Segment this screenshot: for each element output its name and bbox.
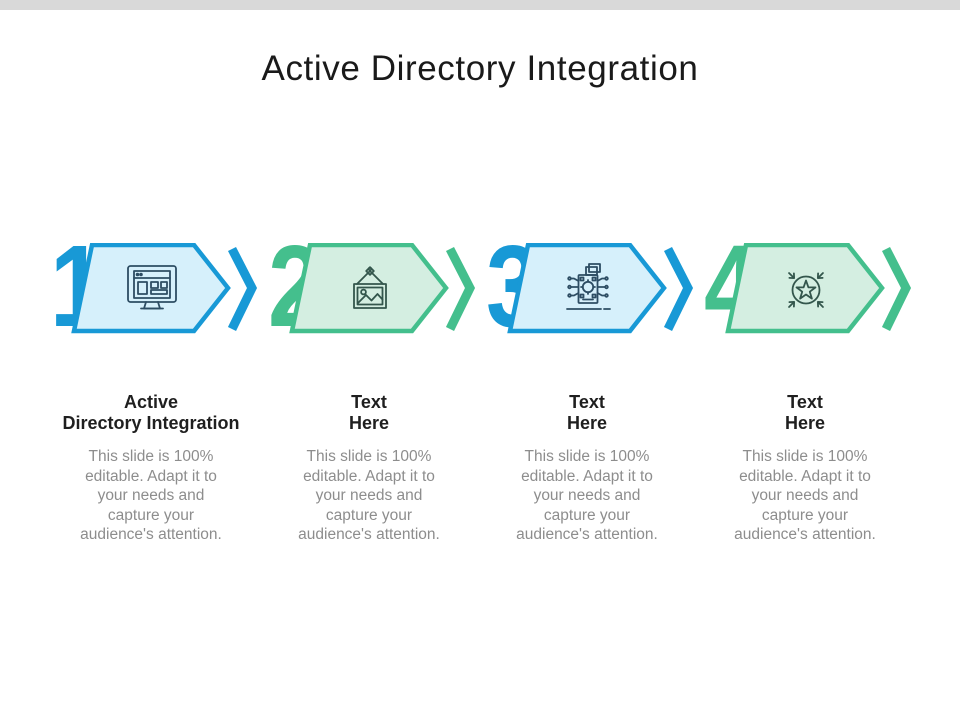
step-1: 1 [42,228,260,344]
step-4: 4 [696,228,914,344]
arrow-banner-3 [507,243,694,334]
text-row: Active Directory Integration This slide … [42,392,914,545]
arrow-banner-shape [507,243,667,334]
arrow-banner-2 [289,243,476,334]
arrow-banner-shape [725,243,885,334]
step-body: This slide is 100% editable. Adapt it to… [298,448,440,543]
arrow-banner-1 [71,243,258,334]
step-heading: Text Here [566,392,608,433]
step-2-text: Text Here This slide is 100% editable. A… [260,392,478,545]
picture-frame-icon [353,266,387,309]
step-heading: Active Directory Integration [62,392,240,433]
step-heading: Text Here [784,392,826,433]
step-4-text: Text Here This slide is 100% editable. A… [696,392,914,545]
arrow-chevron [881,246,912,331]
star-target-icon [788,272,824,308]
top-gray-strip [0,0,960,10]
circuit-device-icon [566,263,611,310]
step-3: 3 [478,228,696,344]
step-body: This slide is 100% editable. Adapt it to… [516,448,658,543]
arrow-chevron [663,246,694,331]
step-2: 2 [260,228,478,344]
step-heading: Text Here [348,392,390,433]
step-3-text: Text Here This slide is 100% editable. A… [478,392,696,545]
page-title: Active Directory Integration [261,49,699,89]
step-1-text: Active Directory Integration This slide … [42,392,260,545]
step-body: This slide is 100% editable. Adapt it to… [734,448,876,543]
arrow-banner-4 [725,243,912,334]
step-body: This slide is 100% editable. Adapt it to… [80,448,222,543]
monitor-website-icon [127,265,177,310]
arrow-chevron [227,246,258,331]
arrow-chevron [445,246,476,331]
steps-row: 1 2 [42,228,914,344]
